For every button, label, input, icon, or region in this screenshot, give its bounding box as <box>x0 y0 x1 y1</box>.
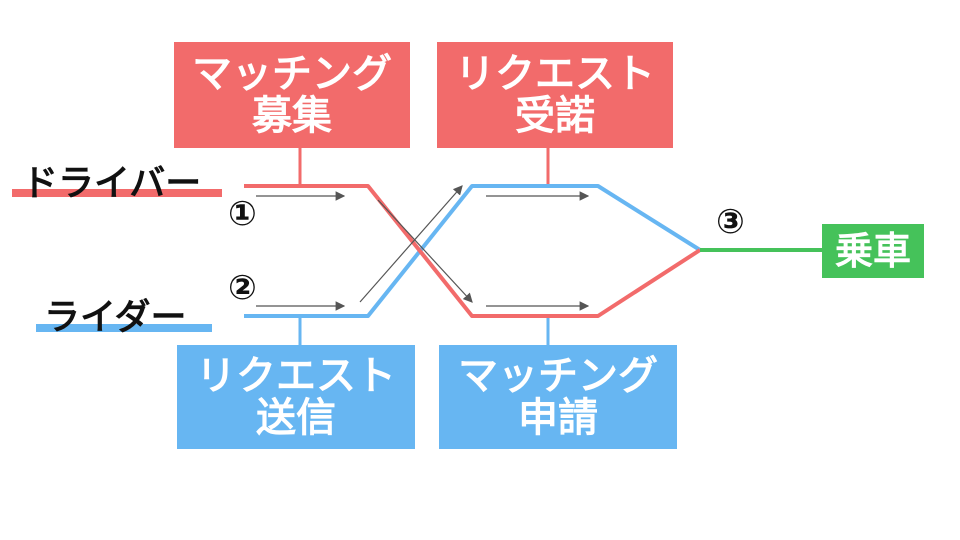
arrow-cross-up <box>359 185 463 303</box>
rider-send-line1: リクエスト <box>196 353 396 399</box>
rider-path <box>244 184 702 318</box>
driver-recruit-line1: マッチング <box>192 51 392 97</box>
rider-send-line2: 送信 <box>256 395 336 441</box>
driver-recruit-line2: 募集 <box>252 93 332 139</box>
driver-recruit-box: マッチング 募集 <box>174 42 410 148</box>
driver-label: ドライバー <box>22 163 202 204</box>
rider-apply-line1: マッチング <box>458 353 658 399</box>
step-1-marker: ① <box>228 194 257 234</box>
ride-box: 乗車 <box>822 224 924 278</box>
step-2-marker: ② <box>228 268 257 308</box>
driver-accept-line1: リクエスト <box>455 51 655 97</box>
rider-apply-box: マッチング 申請 <box>439 345 677 449</box>
rider-apply-line2: 申請 <box>518 395 598 441</box>
rider-send-box: リクエスト 送信 <box>177 345 415 449</box>
driver-accept-line2: 受諾 <box>515 93 595 139</box>
arrow-cross-down <box>377 199 473 303</box>
ride-label: 乗車 <box>834 229 911 273</box>
driver-path <box>244 184 702 318</box>
driver-accept-box: リクエスト 受諾 <box>437 42 673 148</box>
rider-label: ライダー <box>44 297 187 338</box>
step-3-marker: ③ <box>716 202 745 242</box>
